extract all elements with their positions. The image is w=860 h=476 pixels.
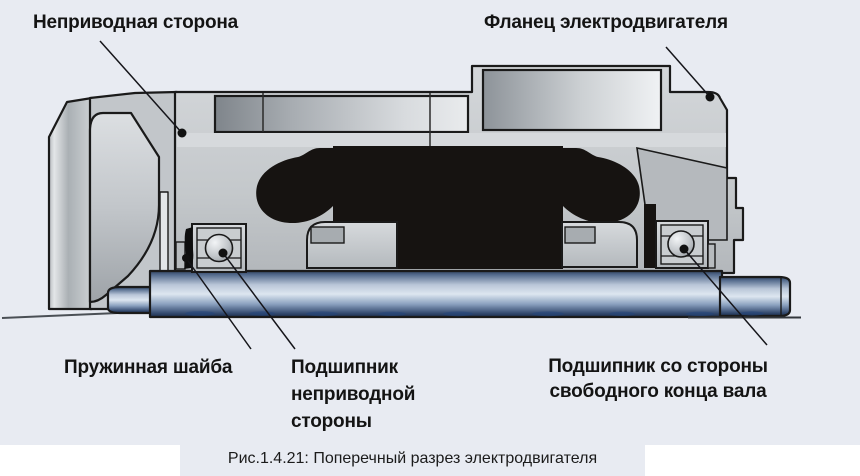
bearing-ball bbox=[667, 230, 695, 258]
rotor-end-winding-right bbox=[563, 148, 640, 224]
shaft-stub-left bbox=[106, 285, 156, 315]
shaft-main bbox=[148, 269, 724, 319]
leader-dot bbox=[705, 92, 715, 102]
bearing-ball bbox=[204, 233, 234, 263]
shaft-free-end bbox=[718, 275, 792, 318]
rotor bbox=[256, 146, 656, 269]
air-gap-band bbox=[177, 133, 726, 147]
stator-winding bbox=[213, 94, 470, 134]
leader-lines bbox=[99, 40, 768, 350]
leader-dots bbox=[177, 92, 715, 262]
label-free-end-bearing: Подшипник со стороны свободного конца ва… bbox=[548, 356, 768, 402]
figure-caption: Рис.1.4.21: Поперечный разрез электродви… bbox=[227, 450, 598, 467]
shaft bbox=[106, 269, 792, 319]
left-bearing-cap bbox=[306, 221, 398, 269]
leader-spring-washer bbox=[185, 257, 252, 350]
shaft-shadow-marks bbox=[185, 311, 764, 317]
right-bearing-cap bbox=[561, 221, 638, 268]
leader-free-end-bearing bbox=[683, 248, 768, 346]
fan-cover bbox=[47, 96, 94, 311]
label-non-drive-bearing: Подшипник неприводной стороны bbox=[291, 357, 416, 432]
leader-dot bbox=[679, 244, 689, 254]
label-non-drive-side: Неприводная сторона bbox=[33, 12, 238, 33]
leader-non-drive-bearing bbox=[222, 252, 296, 350]
free-end-bearing bbox=[655, 220, 716, 269]
caption-strip: Рис.1.4.21: Поперечный разрез электродви… bbox=[180, 445, 645, 476]
leader-dot bbox=[182, 254, 190, 262]
label-motor-flange: Фланец электродвигателя bbox=[484, 12, 728, 33]
leader-dot bbox=[177, 128, 187, 138]
ground-line-left bbox=[1, 312, 119, 319]
label-spring-washer: Пружинная шайба bbox=[64, 357, 233, 378]
end-shield-bell bbox=[88, 111, 169, 304]
leader-dot bbox=[218, 248, 228, 258]
rotor-end-winding-left bbox=[256, 148, 333, 224]
leader-motor-flange bbox=[665, 46, 711, 98]
flange-spigot-bore bbox=[481, 68, 663, 132]
non-drive-bearing bbox=[191, 223, 247, 273]
shaft-shoulder-right bbox=[644, 204, 656, 268]
leader-non-drive-side bbox=[99, 40, 183, 134]
